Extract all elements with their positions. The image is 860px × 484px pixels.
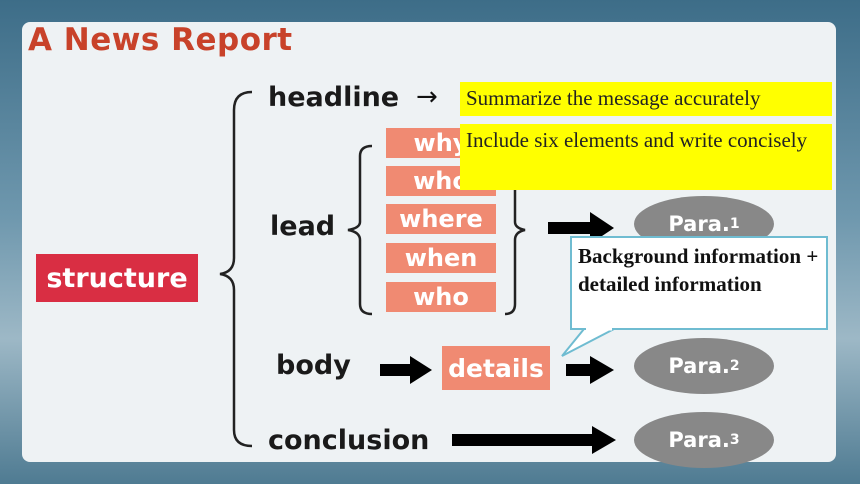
structure-bracket — [219, 90, 253, 448]
headline-arrow: → — [416, 82, 438, 112]
para-2-number: 2 — [729, 358, 740, 374]
para-1-label: Para. — [668, 212, 730, 236]
lead-left-bracket — [347, 144, 373, 316]
conclusion-arrow-shaft — [452, 434, 594, 446]
details-box: details — [442, 346, 550, 390]
lead-element-who-2: who — [386, 282, 496, 312]
body-arrow-shaft — [380, 364, 412, 376]
headline-note: Summarize the message accurately — [460, 82, 832, 116]
para-3-label: Para. — [668, 428, 730, 452]
lead-element-when: when — [386, 243, 496, 273]
para-2-oval: Para.2 — [634, 338, 774, 394]
structure-box: structure — [36, 254, 198, 302]
details-arrow-head — [590, 356, 614, 384]
lead-label: lead — [270, 211, 336, 242]
details-arrow-shaft — [566, 364, 592, 376]
para-3-number: 3 — [729, 432, 740, 448]
conclusion-arrow-head — [592, 426, 616, 454]
para-1-number: 1 — [729, 216, 740, 232]
conclusion-label: conclusion — [268, 425, 430, 456]
headline-label: headline — [268, 82, 400, 113]
lead-arrow-shaft — [548, 222, 592, 234]
body-arrow-head — [410, 356, 432, 384]
body-label: body — [276, 350, 351, 381]
page-title: A News Report — [28, 22, 293, 58]
para-2-label: Para. — [668, 354, 730, 378]
callout-box: Background information + detailed inform… — [570, 236, 828, 330]
lead-element-where: where — [386, 204, 496, 234]
lead-note: Include six elements and write concisely — [460, 124, 832, 190]
para-3-oval: Para.3 — [634, 412, 774, 468]
